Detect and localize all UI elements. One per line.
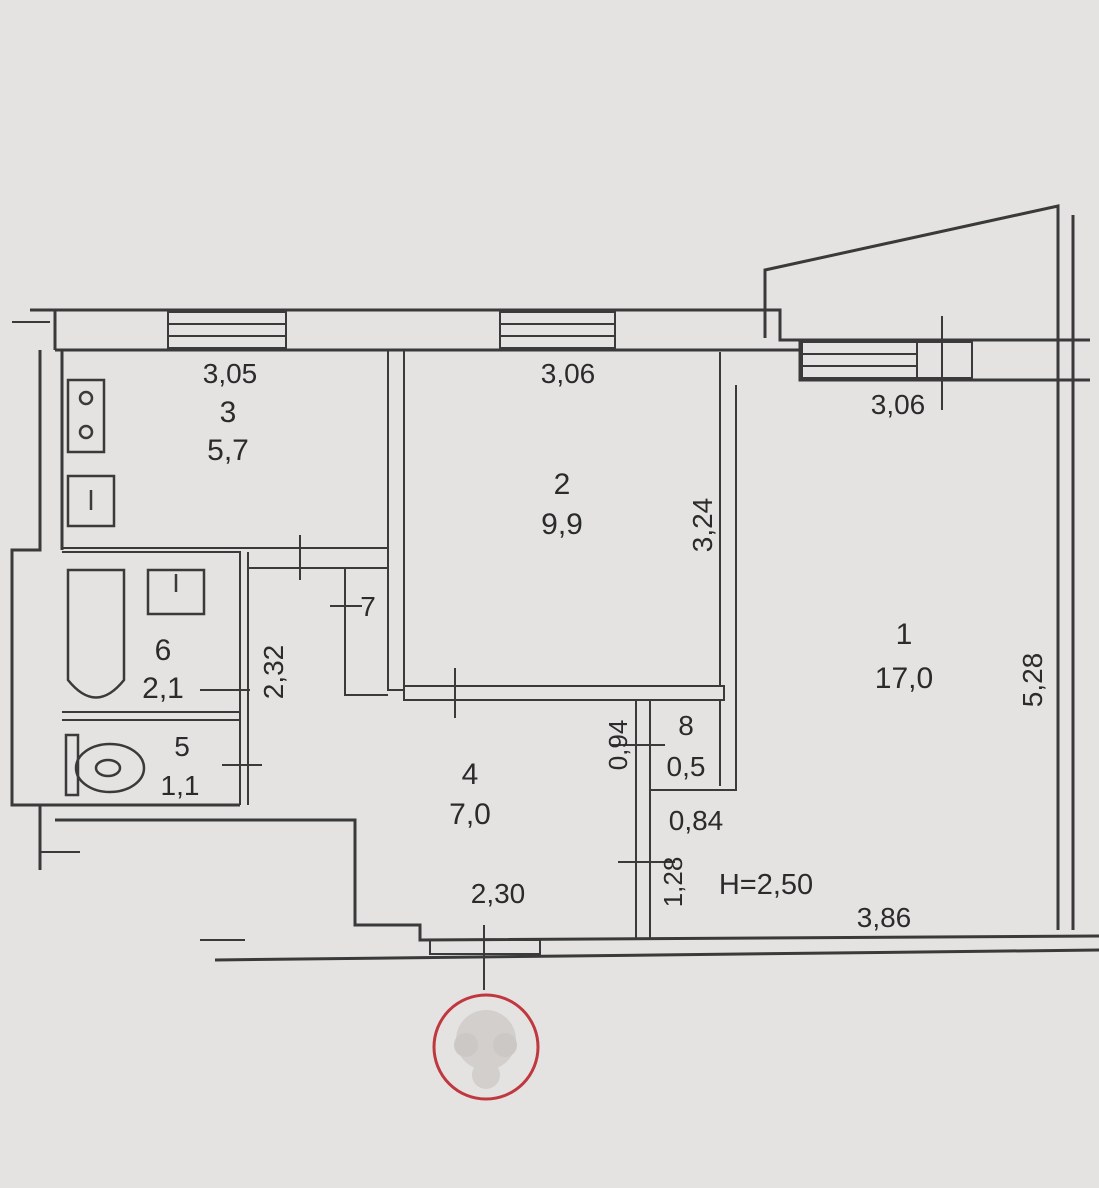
- room-8-area: 0,5: [667, 751, 706, 782]
- room-6-area: 2,1: [142, 672, 184, 705]
- toilet-tank-icon: [64, 733, 80, 797]
- dim-hall-width: 2,30: [471, 878, 526, 909]
- balcony-door: [916, 341, 973, 379]
- room-1-area: 17,0: [875, 662, 933, 695]
- window-room2: [499, 311, 616, 349]
- room-2-number: 2: [554, 468, 571, 501]
- dim-room2-depth: 3,24: [687, 498, 718, 553]
- room-3-area: 5,7: [207, 434, 249, 467]
- dimension-ticks: [12, 316, 943, 990]
- stove-icon: [66, 378, 106, 454]
- window-room1: [801, 341, 918, 379]
- ceiling-height: H=2,50: [719, 869, 813, 901]
- room-5-number: 5: [174, 731, 190, 762]
- windows: [167, 311, 973, 955]
- room-8-number: 8: [678, 710, 694, 741]
- room-3-number: 3: [220, 396, 237, 429]
- dim-closet-width: 0,84: [669, 805, 724, 836]
- window-room3: [167, 311, 287, 349]
- burner-icon: [78, 424, 94, 440]
- room-7-number: 7: [360, 591, 376, 622]
- dim-closet-depth: 0,94: [603, 720, 633, 771]
- official-seal-icon: [432, 993, 540, 1101]
- dim-room1-depth: 5,28: [1017, 653, 1048, 708]
- toilet-icon: [74, 742, 146, 794]
- dim-hall-depth: 2,32: [258, 645, 289, 700]
- room-1-number: 1: [896, 618, 913, 651]
- dim-corridor-depth: 1,28: [658, 857, 688, 908]
- bathroom-sink-icon: [146, 568, 206, 616]
- fixtures: [64, 378, 206, 797]
- outer-walls: [10, 204, 1099, 962]
- burner-icon: [78, 390, 94, 406]
- bathtub-icon: [66, 568, 126, 699]
- dim-room1-width: 3,06: [871, 389, 926, 420]
- dim-room1-bottom: 3,86: [857, 902, 912, 933]
- room-2-area: 9,9: [541, 508, 583, 541]
- interior-walls: [62, 349, 737, 938]
- dim-room2-width: 3,06: [541, 358, 596, 389]
- room-4-number: 4: [462, 758, 479, 791]
- room-6-number: 6: [155, 634, 172, 667]
- dim-room3-width: 3,05: [203, 358, 258, 389]
- room-4-area: 7,0: [449, 798, 491, 831]
- room-5-area: 1,1: [161, 770, 200, 801]
- kitchen-sink-icon: [66, 474, 116, 528]
